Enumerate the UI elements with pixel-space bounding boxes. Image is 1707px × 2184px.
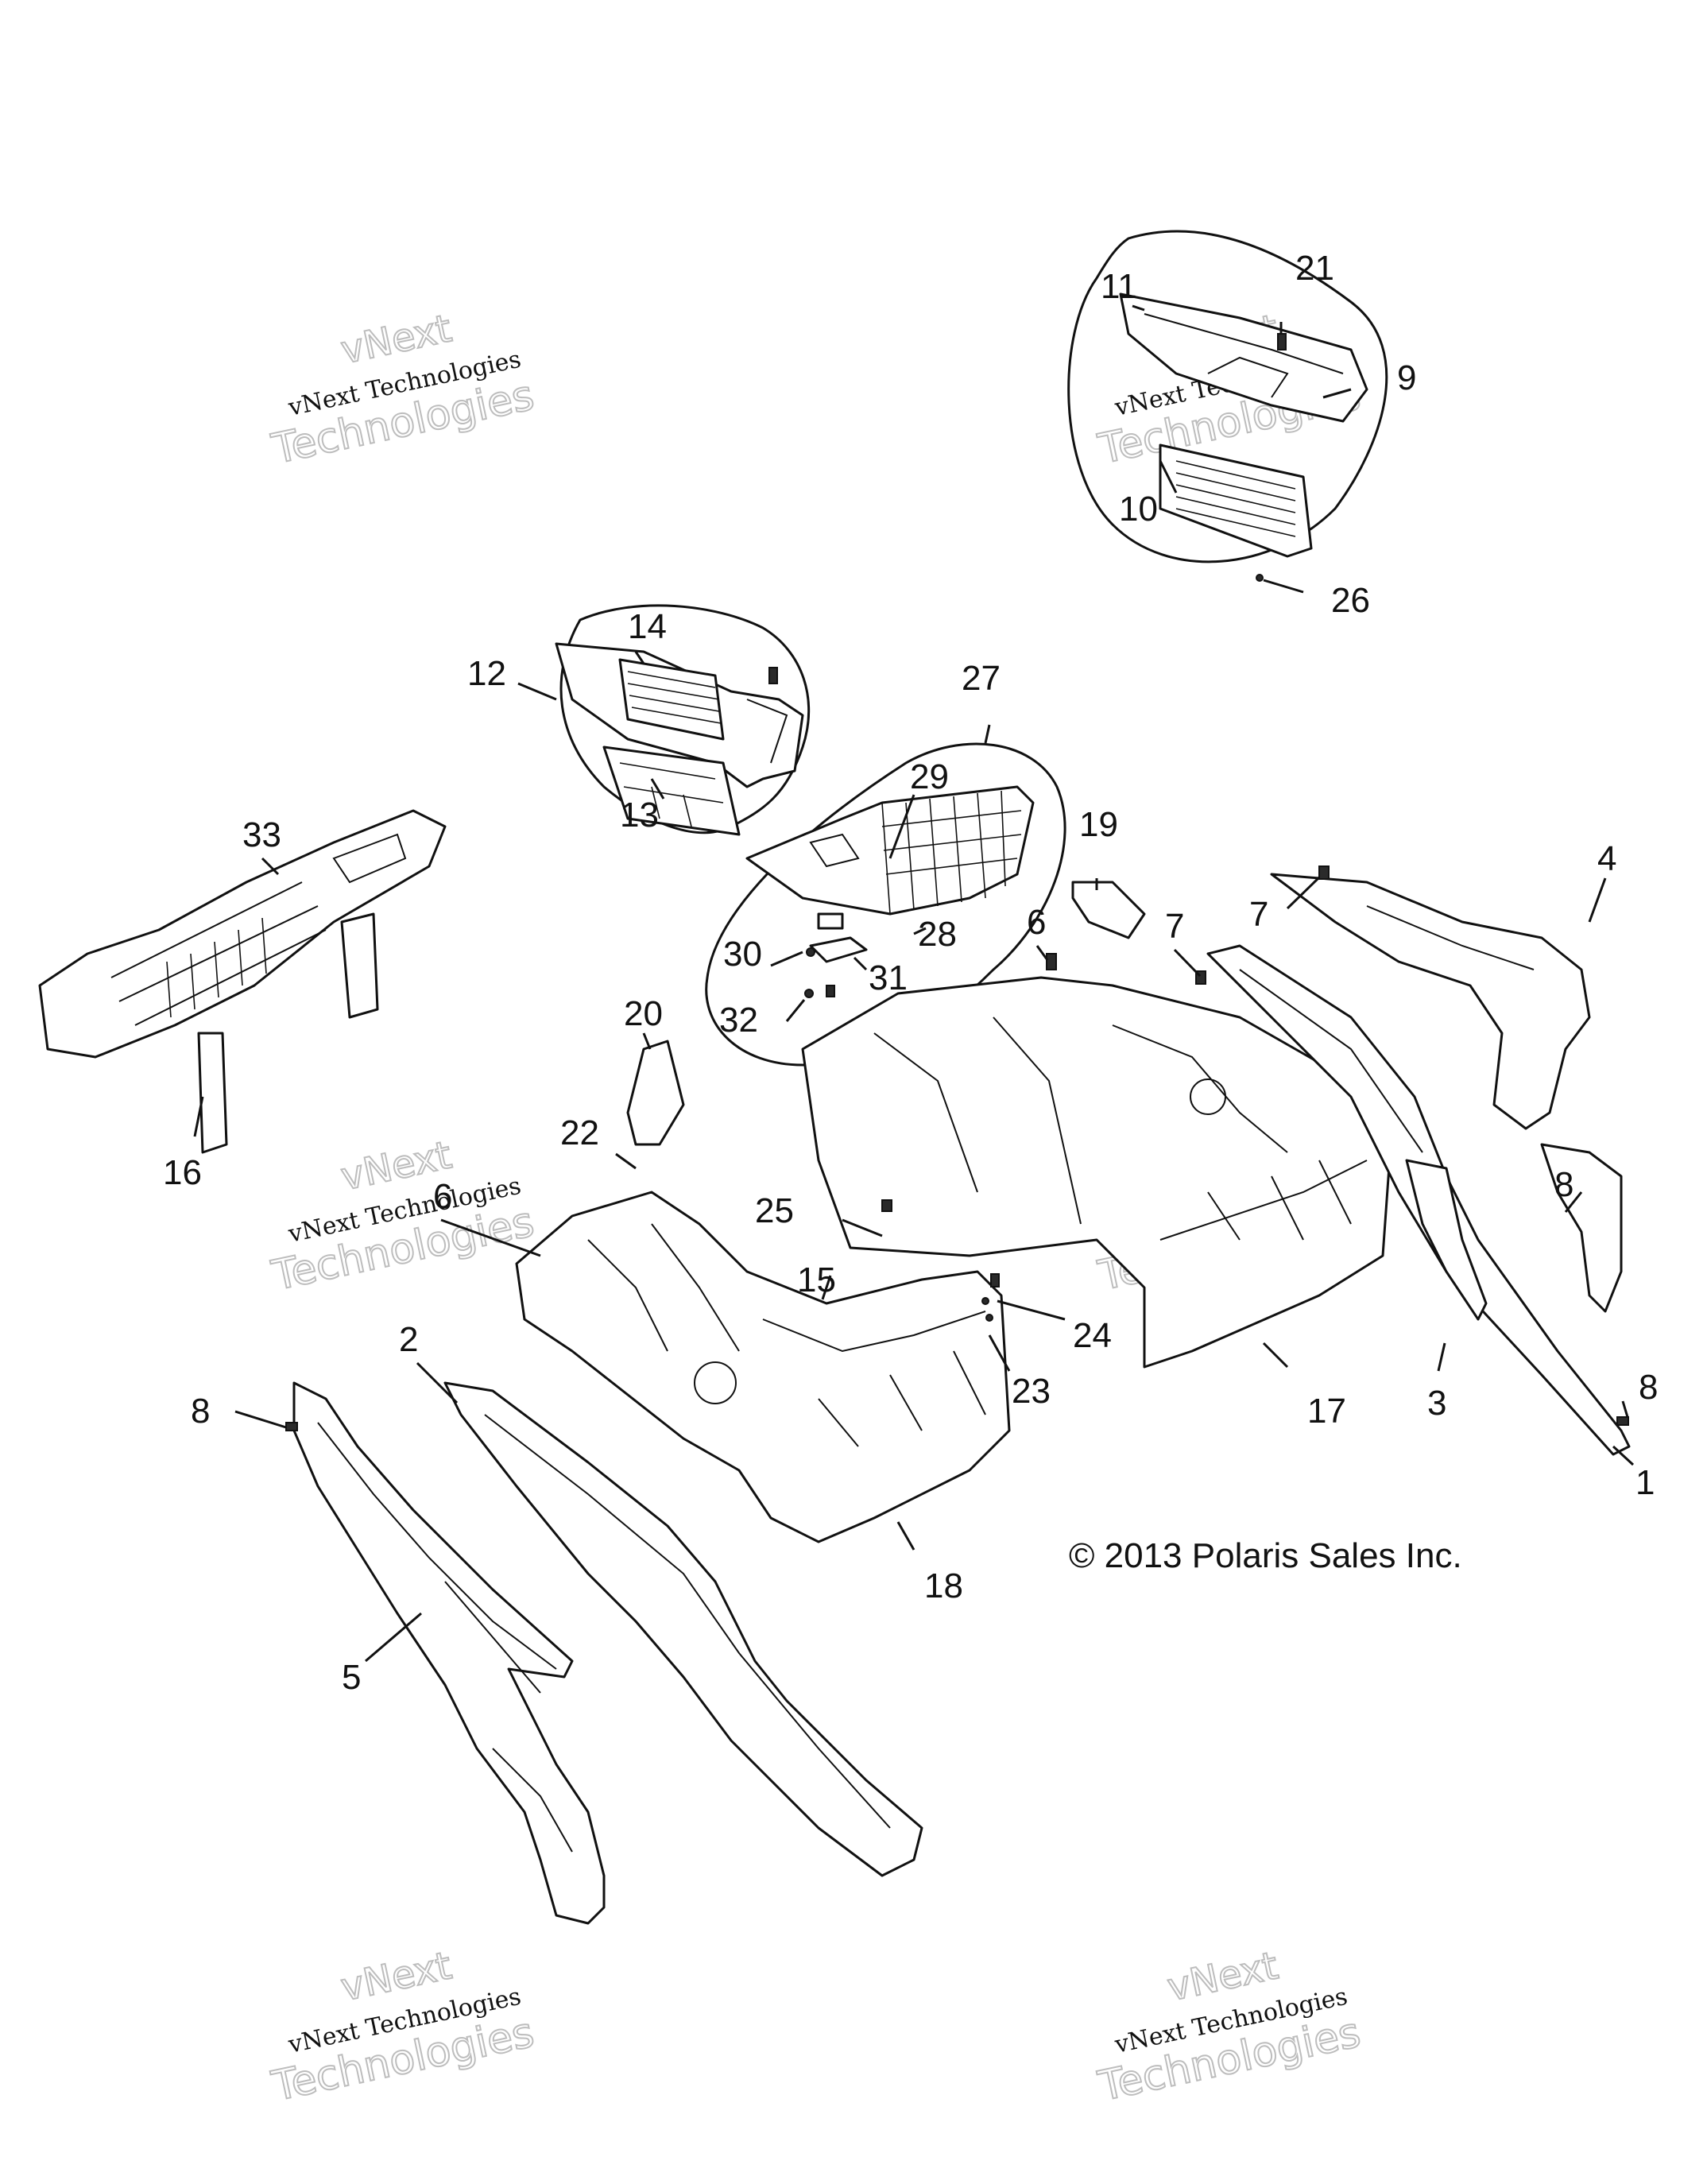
callout-16: 16 <box>163 1153 202 1192</box>
callout-11: 11 <box>1101 267 1137 306</box>
callout-22: 22 <box>560 1113 599 1152</box>
callout-30: 30 <box>723 935 762 974</box>
part-28-latch <box>817 912 844 930</box>
callout-2: 2 <box>399 1320 418 1359</box>
callout-24: 24 <box>1073 1316 1112 1355</box>
copyright-notice: © 2013 Polaris Sales Inc. <box>1069 1536 1462 1575</box>
callout-21: 21 <box>1295 249 1334 288</box>
watermark-bottom-left: vNext vNext Technologies Technologies <box>267 1942 539 2112</box>
part-17-rear-floor <box>801 976 1392 1369</box>
callouts: 1 2 3 4 5 6 6 7 7 8 8 8 9 10 11 12 13 14… <box>163 249 1658 1697</box>
callout-5: 5 <box>342 1658 361 1697</box>
part-29-storage-bin <box>745 785 1035 916</box>
callout-28: 28 <box>918 915 957 954</box>
part-18-front-floor <box>515 1191 1011 1543</box>
callout-6-front: 6 <box>433 1177 452 1216</box>
leader-lines <box>193 304 1635 1663</box>
callout-1: 1 <box>1635 1463 1655 1502</box>
callout-10: 10 <box>1119 490 1158 529</box>
callout-32: 32 <box>719 1001 758 1040</box>
part-10-grille <box>1159 443 1313 558</box>
watermark-top-left: vNext vNext Technologies Technologies <box>267 305 539 474</box>
callout-7-right: 7 <box>1249 895 1268 934</box>
callout-20: 20 <box>624 994 663 1033</box>
part-2-left-rail <box>443 1381 923 1877</box>
part-19-bracket <box>1071 881 1146 939</box>
callout-29: 29 <box>910 757 949 796</box>
part-30-31-hinge <box>806 936 868 963</box>
callout-7-left: 7 <box>1165 907 1184 946</box>
part-16-bracket <box>197 912 379 1154</box>
part-3-side-rail <box>1405 1159 1488 1321</box>
part-12-screw <box>768 667 778 684</box>
callout-25: 25 <box>755 1191 794 1230</box>
watermark-mid-left: vNext vNext Technologies Technologies <box>267 1132 539 1301</box>
callout-8-lower-right: 8 <box>1639 1368 1658 1407</box>
callout-14: 14 <box>628 607 667 646</box>
callout-3: 3 <box>1427 1384 1446 1423</box>
part-33-dash-panel <box>38 809 447 1059</box>
group-outline-12-14 <box>559 604 811 834</box>
part-13-filter <box>602 745 741 836</box>
callout-8-upper-right: 8 <box>1554 1165 1573 1204</box>
part-4-rear-rail <box>1270 873 1591 1130</box>
callout-31: 31 <box>869 958 908 997</box>
callout-19: 19 <box>1079 805 1118 844</box>
part-8-right-upper-panel <box>1540 1143 1623 1313</box>
callout-15: 15 <box>797 1260 836 1299</box>
callout-12: 12 <box>467 654 506 693</box>
part-26-pin <box>1256 574 1264 582</box>
callout-4: 4 <box>1597 839 1616 878</box>
callout-23: 23 <box>1012 1372 1051 1411</box>
part-14-grille <box>618 658 725 741</box>
part-32-screw <box>804 989 814 998</box>
watermark-bottom-right: vNext vNext Technologies Technologies <box>1093 1942 1365 2112</box>
callout-13: 13 <box>620 796 659 834</box>
part-11-upper-panel <box>1119 292 1368 423</box>
callout-17: 17 <box>1307 1392 1346 1431</box>
callout-26: 26 <box>1331 581 1370 620</box>
part-20-bracket <box>626 1040 685 1146</box>
callout-8-left: 8 <box>191 1392 210 1431</box>
part-21-screw <box>1277 333 1287 350</box>
callout-33: 33 <box>242 815 281 854</box>
callout-18: 18 <box>924 1566 963 1605</box>
callout-27: 27 <box>962 659 1001 698</box>
callout-9: 9 <box>1397 358 1416 397</box>
part-5-left-panel <box>292 1381 606 1925</box>
callout-6-rear: 6 <box>1027 903 1046 942</box>
